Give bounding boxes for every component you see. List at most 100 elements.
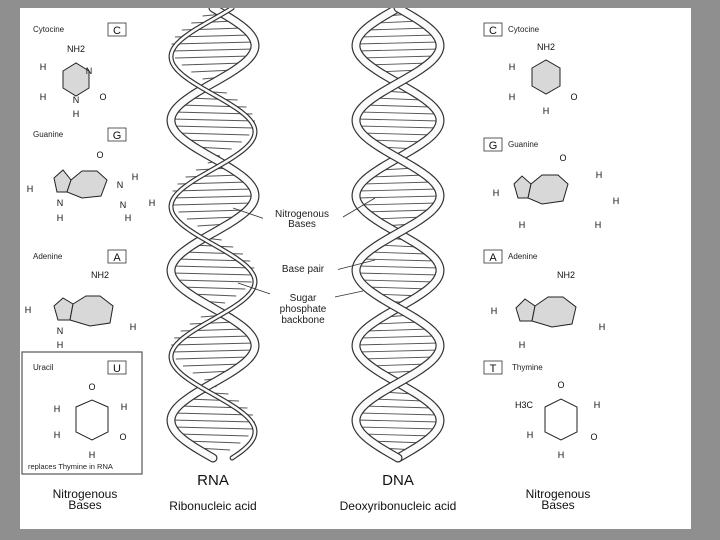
atom-label: H (491, 306, 498, 316)
base-rung (356, 265, 440, 269)
callout-base-pair: Base pair (282, 264, 325, 275)
base-rung (358, 111, 438, 115)
atom-label: H (40, 92, 47, 102)
callout-backdrop (270, 292, 335, 326)
base-rung (184, 139, 242, 143)
dna-backbone-strand-a (352, 4, 444, 462)
right-thymine-name: Thymine (512, 363, 543, 372)
adenine-ring-right (531, 296, 577, 328)
callout-line (329, 290, 364, 299)
atom-label: H (594, 400, 601, 410)
atom-label: N (73, 95, 80, 105)
atom-label: O (570, 92, 577, 102)
left-guanine-group: Guanine G O H N N H N H H H (27, 127, 155, 223)
base-rung (171, 48, 255, 52)
left-guanine-code: G (113, 130, 122, 142)
atom-label: H (509, 62, 516, 72)
base-rung (175, 356, 251, 360)
callout-bases: Bases (288, 219, 316, 230)
rna-subtitle: Ribonucleic acid (169, 499, 256, 513)
base-rung (370, 174, 426, 178)
base-rung (358, 412, 438, 416)
atom-label: O (557, 380, 564, 390)
base-rung (365, 286, 431, 290)
thymine-ring (544, 398, 578, 441)
base-rung (362, 433, 434, 437)
left-caption-line1: Nitrogenous (53, 487, 118, 501)
callout-sugar: Sugar (290, 293, 317, 304)
adenine-ring-left (69, 295, 114, 327)
base-rung (171, 342, 255, 346)
atom-label: N (86, 66, 93, 76)
base-rung (359, 335, 437, 339)
base-rung (174, 55, 252, 59)
right-thymine-code-box (483, 360, 503, 375)
base-rung (171, 349, 255, 353)
callout-line (335, 259, 376, 271)
left-uracil-name: Uracil (33, 363, 54, 372)
base-rung (188, 97, 238, 101)
slide-canvas: Cytocine C NH2 H H N N H O Guanine G O H… (20, 3, 691, 529)
atom-label: H (519, 220, 526, 230)
left-adenine-code-box (107, 249, 127, 264)
callout-lines (232, 197, 376, 299)
base-rung (355, 419, 441, 423)
dna-title: DNA (382, 472, 414, 489)
base-rung (359, 34, 437, 38)
atom-label: H (543, 106, 550, 116)
base-rung (186, 398, 240, 402)
left-cytosine-name: Cytocine (33, 25, 65, 34)
base-rung (361, 132, 435, 136)
base-rung (356, 48, 440, 52)
base-rung (356, 272, 440, 276)
callout-line (337, 197, 376, 221)
rna-single-helix (166, 3, 260, 463)
left-guanine-code-box (107, 127, 127, 142)
base-rung (171, 118, 255, 122)
adenine-ring-right (515, 298, 536, 322)
base-rung (174, 279, 252, 283)
atom-label: H (599, 322, 606, 332)
atom-label: O (559, 153, 566, 163)
atom-label: H (54, 404, 61, 414)
base-rung (357, 426, 439, 430)
left-uracil-group: Uracil U O H H H O H replaces Thymine in… (21, 351, 143, 475)
base-rung (367, 251, 429, 255)
rna-backbone-shadow (169, 6, 257, 460)
dna-subtitle: Deoxyribonucleic acid (340, 499, 457, 513)
atom-label: H (54, 430, 61, 440)
right-caption-line2: Bases (541, 498, 574, 512)
left-uracil-code-box (107, 360, 127, 375)
base-rung (360, 356, 436, 360)
base-rung (366, 62, 430, 66)
base-rung (359, 55, 437, 59)
left-cytosine-code-box (107, 22, 127, 37)
rna-backbone (167, 4, 259, 462)
base-rung (182, 363, 244, 367)
atom-label: H (57, 340, 64, 350)
atom-label: H (596, 170, 603, 180)
base-rung (373, 97, 423, 101)
atom-label: O (88, 382, 95, 392)
right-thymine-code: T (490, 363, 497, 375)
base-rung (359, 279, 437, 283)
atom-label: H (493, 188, 500, 198)
atom-label: NH2 (557, 270, 575, 280)
atom-label: H3C (515, 400, 534, 410)
callout-line (232, 207, 269, 221)
left-adenine-name: Adenine (33, 252, 63, 261)
base-rung (173, 202, 253, 206)
dna-rna-diagram: Cytocine C NH2 H H N N H O Guanine G O H… (21, 3, 619, 513)
cytosine-ring-left (62, 62, 90, 97)
base-rung (367, 363, 429, 367)
atom-label: NH2 (67, 44, 85, 54)
dna-double-helix (351, 3, 445, 463)
atom-label: O (119, 432, 126, 442)
uracil-ring (75, 399, 109, 441)
atom-label: N (57, 326, 64, 336)
base-rung (185, 174, 241, 178)
base-rung (357, 188, 439, 192)
atom-label: H (527, 430, 534, 440)
base-rung (185, 440, 241, 444)
right-guanine-code-box (483, 137, 503, 152)
